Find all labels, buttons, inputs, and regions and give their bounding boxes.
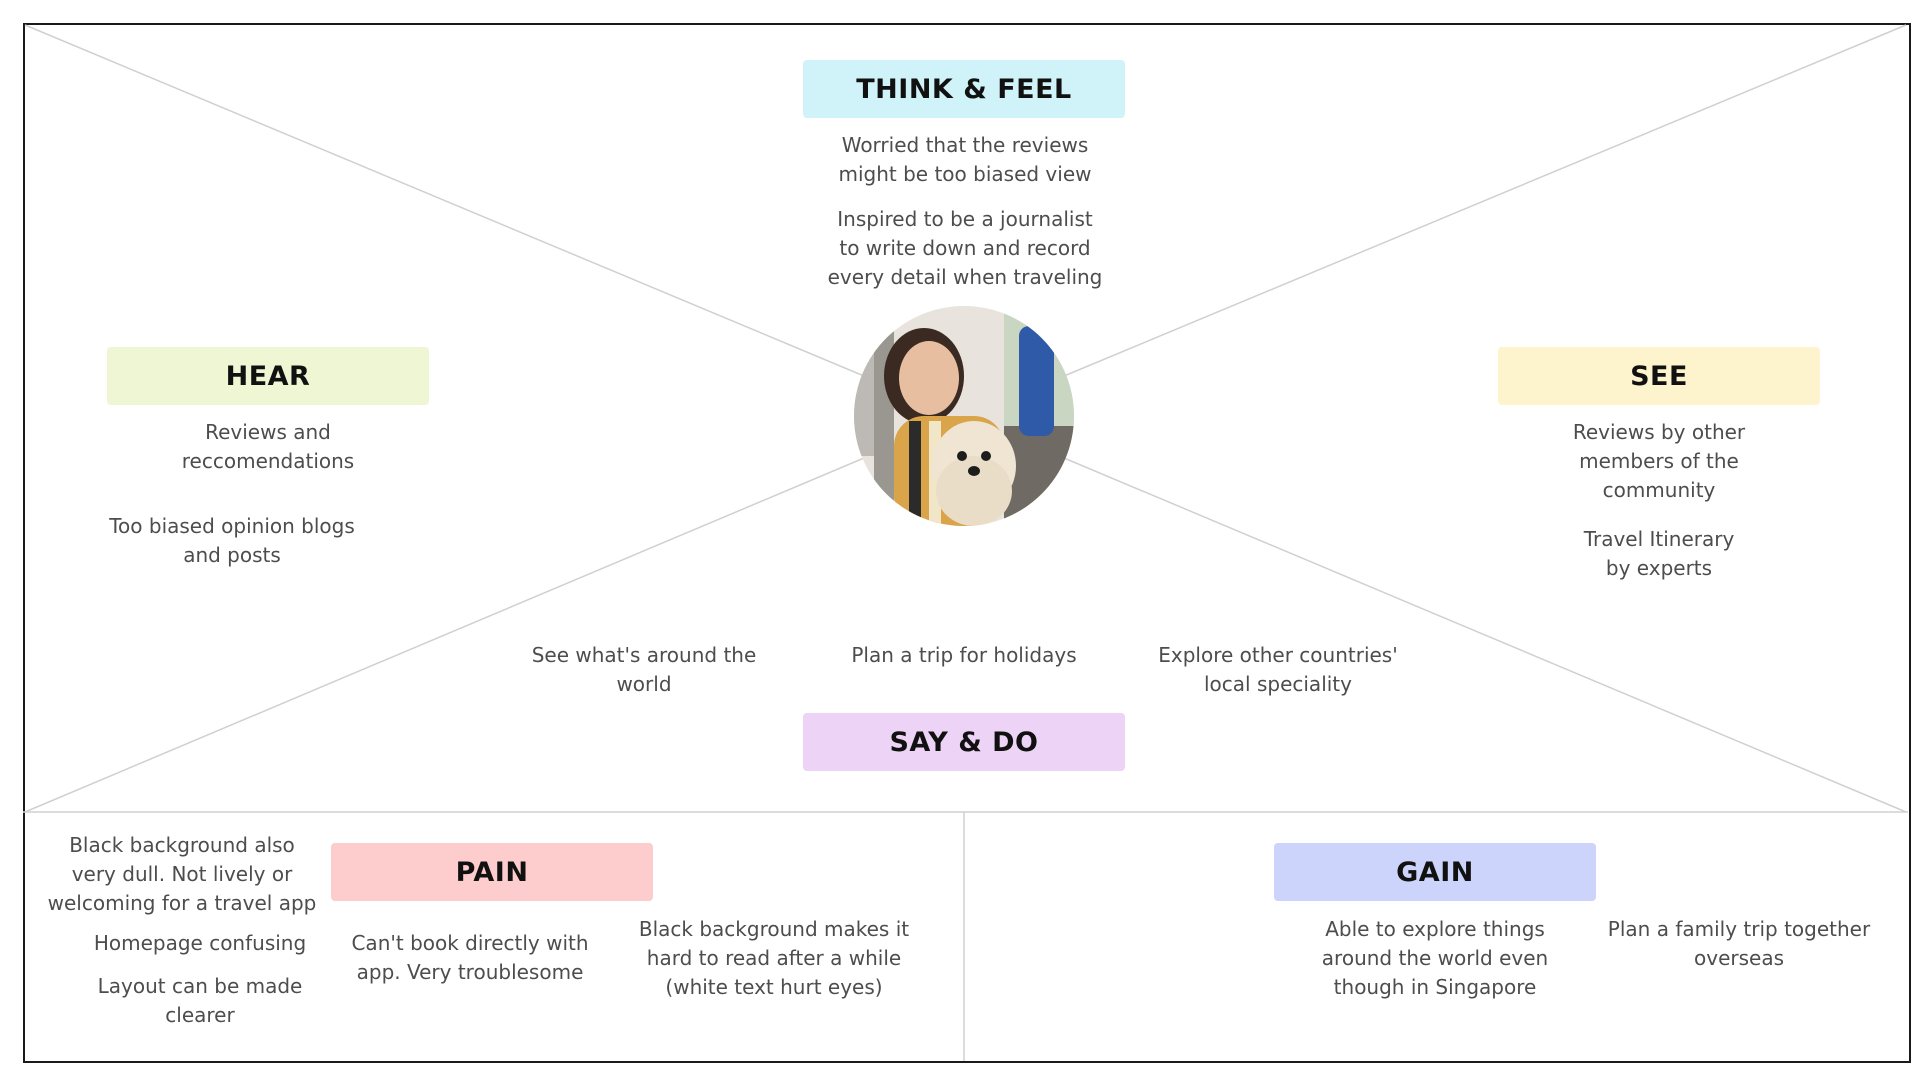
see-title: SEE xyxy=(1630,360,1688,392)
think-feel-header: THINK & FEEL xyxy=(803,60,1125,118)
diagonal-top-right xyxy=(1063,24,1907,377)
think-feel-note-2: Inspired to be a journalist to write dow… xyxy=(827,207,1103,289)
say-do-title: SAY & DO xyxy=(889,726,1039,758)
say-do-note-3: Explore other countries' local specialit… xyxy=(1158,643,1398,696)
hear-note-1: Reviews and reccomendations xyxy=(181,420,355,473)
pain-header: PAIN xyxy=(331,843,653,901)
say-do-note-2: Plan a trip for holidays xyxy=(851,643,1077,667)
pain-note-5: Black background makes it hard to read a… xyxy=(638,917,910,999)
persona-avatar xyxy=(854,306,1074,526)
diagonal-bottom-right xyxy=(1063,457,1907,813)
pain-note-4: Can't book directly with app. Very troub… xyxy=(351,931,589,984)
hear-note-2: Too biased opinion blogs and posts xyxy=(109,514,355,567)
pain-note-3: Layout can be made clearer xyxy=(97,974,303,1027)
say-do-header: SAY & DO xyxy=(803,713,1125,771)
see-header: SEE xyxy=(1498,347,1820,405)
empathy-map-board xyxy=(23,23,1911,1063)
see-note-2: Travel Itinerary by experts xyxy=(1583,527,1735,580)
pain-note-2: Homepage confusing xyxy=(93,931,307,955)
person-with-dog-photo-icon xyxy=(854,306,1074,526)
pain-title: PAIN xyxy=(455,856,529,888)
hear-title: HEAR xyxy=(225,360,311,392)
gain-title: GAIN xyxy=(1396,856,1474,888)
diagonal-bottom-left xyxy=(24,457,865,813)
see-note-1: Reviews by other members of the communit… xyxy=(1572,420,1746,502)
hear-header: HEAR xyxy=(107,347,429,405)
diagonal-top-left xyxy=(24,24,865,377)
think-feel-title: THINK & FEEL xyxy=(856,73,1072,105)
say-do-note-1: See what's around the world xyxy=(531,643,757,696)
gain-note-1: Able to explore things around the world … xyxy=(1321,917,1549,999)
gain-header: GAIN xyxy=(1274,843,1596,901)
think-feel-note-1: Worried that the reviews might be too bi… xyxy=(838,133,1092,186)
pain-note-1: Black background also very dull. Not liv… xyxy=(47,833,317,915)
gain-note-2: Plan a family trip together overseas xyxy=(1607,917,1871,970)
